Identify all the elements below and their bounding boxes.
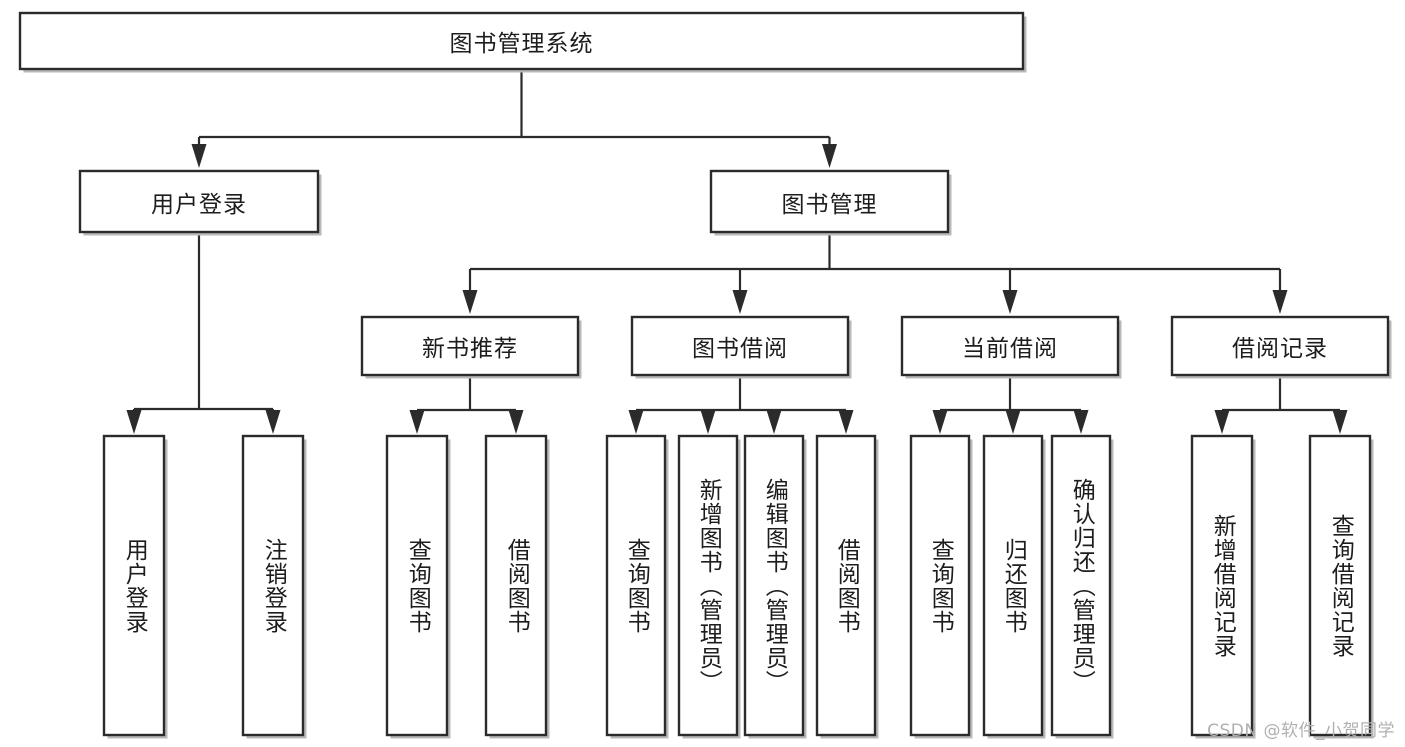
arrow-head-icon bbox=[1073, 410, 1089, 434]
node-level3-0[interactable] bbox=[360, 315, 580, 377]
node-level3-1[interactable] bbox=[630, 315, 850, 377]
leaf-node-4[interactable] bbox=[605, 434, 667, 737]
arrow-head-icon bbox=[1002, 290, 1018, 314]
arrow-head-icon bbox=[732, 290, 748, 314]
arrow-head-icon bbox=[1332, 410, 1348, 434]
node-level3-3[interactable] bbox=[1170, 315, 1390, 377]
leaf-node-7[interactable] bbox=[815, 434, 877, 737]
arrow-head-icon bbox=[508, 410, 524, 434]
leaf-node-6[interactable] bbox=[743, 434, 805, 737]
leaf-node-8[interactable] bbox=[909, 434, 971, 737]
arrow-head-icon bbox=[822, 144, 837, 168]
arrow-head-icon bbox=[766, 410, 782, 434]
arrow-head-icon bbox=[191, 144, 207, 168]
leaf-node-3[interactable] bbox=[484, 434, 548, 737]
node-level2-1[interactable] bbox=[709, 169, 950, 234]
leaf-node-9[interactable] bbox=[982, 434, 1044, 737]
arrow-head-icon bbox=[628, 410, 644, 434]
leaf-node-10[interactable] bbox=[1050, 434, 1112, 737]
leaf-node-0[interactable] bbox=[102, 434, 166, 737]
node-level2-0[interactable] bbox=[78, 169, 320, 234]
arrow-head-icon bbox=[1005, 410, 1021, 434]
arrow-head-icon bbox=[126, 410, 142, 434]
leaf-node-11[interactable] bbox=[1190, 434, 1254, 737]
arrow-head-icon bbox=[838, 410, 854, 434]
leaf-node-2[interactable] bbox=[385, 434, 449, 737]
leaf-node-5[interactable] bbox=[677, 434, 739, 737]
node-root[interactable] bbox=[18, 11, 1025, 71]
connector-layer bbox=[126, 69, 1348, 434]
arrow-head-icon bbox=[462, 290, 478, 314]
box-layer bbox=[18, 11, 1390, 737]
node-level3-2[interactable] bbox=[900, 315, 1120, 377]
watermark-text: CSDN @软件_小贺同学 bbox=[1207, 721, 1395, 741]
arrow-head-icon bbox=[1272, 290, 1288, 314]
leaf-node-1[interactable] bbox=[241, 434, 305, 737]
leaf-node-12[interactable] bbox=[1308, 434, 1372, 737]
arrow-head-icon bbox=[409, 410, 425, 434]
arrow-head-icon bbox=[1214, 410, 1230, 434]
arrow-head-icon bbox=[700, 410, 716, 434]
arrow-head-icon bbox=[932, 410, 948, 434]
arrow-head-icon bbox=[265, 410, 281, 434]
